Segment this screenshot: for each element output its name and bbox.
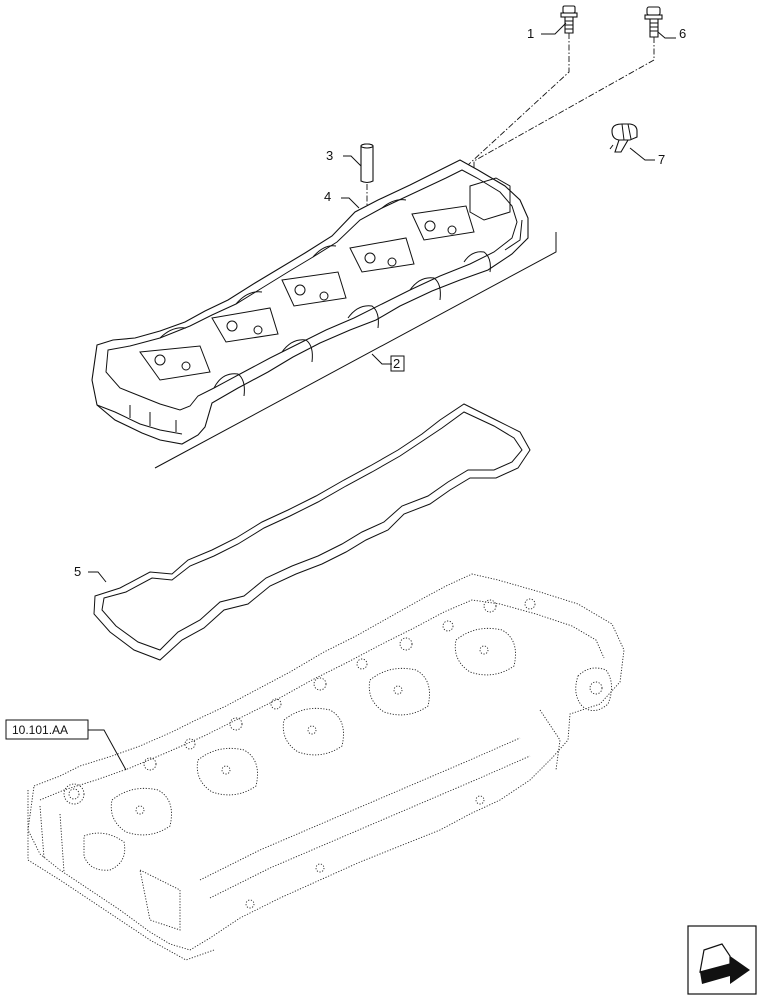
reference-box bbox=[5, 719, 89, 740]
callout-1: 1 bbox=[527, 26, 534, 41]
callout-7: 7 bbox=[658, 152, 665, 167]
leader-6 bbox=[657, 31, 676, 39]
clip-part-7 bbox=[609, 123, 638, 153]
next-page-arrow-icon[interactable] bbox=[687, 925, 757, 995]
callout-3: 3 bbox=[326, 148, 333, 163]
gasket-part-5 bbox=[93, 403, 531, 661]
leader-4 bbox=[341, 197, 360, 209]
valve-cover-part-4 bbox=[91, 159, 529, 445]
leader-2 bbox=[371, 353, 392, 365]
leader-7 bbox=[629, 147, 655, 161]
callout-2-box bbox=[390, 355, 405, 372]
dowel-part-3 bbox=[360, 143, 374, 184]
callout-6: 6 bbox=[679, 26, 686, 41]
callout-5: 5 bbox=[74, 564, 81, 579]
leader-1 bbox=[541, 22, 567, 35]
callout-4: 4 bbox=[324, 189, 331, 204]
leader-3 bbox=[343, 155, 362, 167]
bolt-part-6 bbox=[644, 6, 663, 38]
assembly-bracket bbox=[154, 232, 557, 469]
reference-leader bbox=[88, 729, 127, 771]
leader-5 bbox=[88, 571, 107, 583]
axis-line-bolt-6 bbox=[473, 37, 655, 198]
reference-label: 10.101.AA bbox=[12, 723, 68, 737]
cylinder-head bbox=[27, 573, 625, 961]
callout-2: 2 bbox=[393, 356, 400, 371]
bolt-part-1 bbox=[560, 5, 578, 34]
